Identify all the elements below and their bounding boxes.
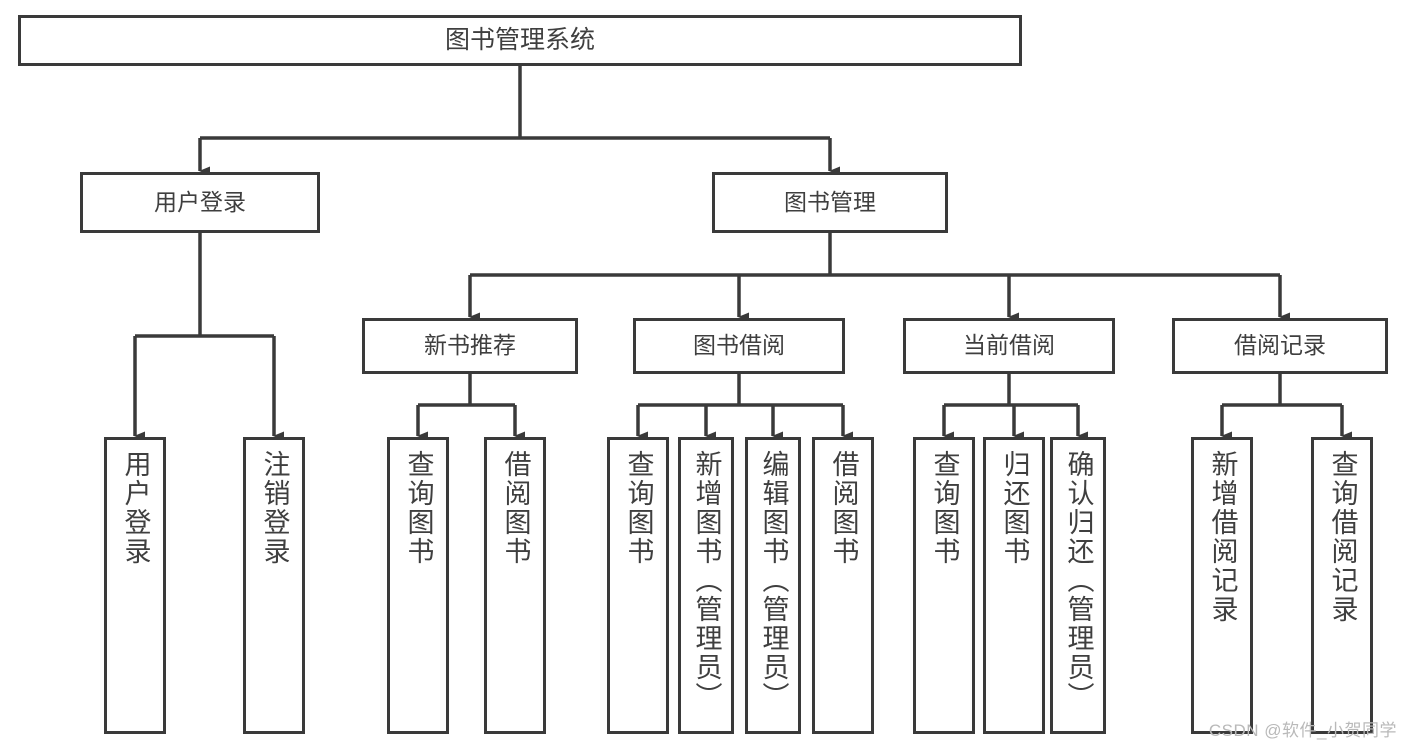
node-label: 图书借阅	[693, 332, 785, 359]
node-leaf-borrow-book-rec[interactable]: 借阅图书	[484, 437, 546, 734]
node-label: 借阅图书	[828, 450, 859, 566]
node-leaf-add-record[interactable]: 新增借阅记录	[1191, 437, 1253, 734]
node-leaf-query-record[interactable]: 查询借阅记录	[1311, 437, 1373, 734]
node-label: 查询图书	[929, 450, 960, 566]
node-label: 确认归还（管理员）	[1063, 450, 1094, 711]
node-label: 编辑图书（管理员）	[758, 450, 789, 711]
node-label: 新书推荐	[424, 332, 516, 359]
node-label: 查询借阅记录	[1327, 450, 1358, 624]
node-label: 借阅图书	[500, 450, 531, 566]
node-book-borrow[interactable]: 图书借阅	[633, 318, 845, 374]
node-leaf-borrow-book[interactable]: 借阅图书	[812, 437, 874, 734]
node-book-manage[interactable]: 图书管理	[712, 172, 948, 233]
node-borrow-record[interactable]: 借阅记录	[1172, 318, 1388, 374]
node-label: 用户登录	[154, 188, 246, 215]
node-leaf-query-book-borrow[interactable]: 查询图书	[607, 437, 669, 734]
node-label: 查询图书	[623, 450, 654, 566]
node-label: 查询图书	[403, 450, 434, 566]
node-label: 新增图书（管理员）	[691, 450, 722, 711]
node-leaf-add-book[interactable]: 新增图书（管理员）	[678, 437, 734, 734]
node-leaf-edit-book[interactable]: 编辑图书（管理员）	[745, 437, 801, 734]
node-leaf-confirm-return[interactable]: 确认归还（管理员）	[1050, 437, 1106, 734]
node-label: 归还图书	[999, 450, 1030, 566]
node-new-book-rec[interactable]: 新书推荐	[362, 318, 578, 374]
node-label: 用户登录	[120, 450, 151, 566]
node-label: 当前借阅	[963, 332, 1055, 359]
node-label: 注销登录	[259, 450, 290, 566]
node-leaf-query-book-rec[interactable]: 查询图书	[387, 437, 449, 734]
node-label: 借阅记录	[1234, 332, 1326, 359]
node-user-login[interactable]: 用户登录	[80, 172, 320, 233]
node-current-borrow[interactable]: 当前借阅	[903, 318, 1115, 374]
node-leaf-user-login[interactable]: 用户登录	[104, 437, 166, 734]
node-label: 图书管理	[784, 188, 876, 215]
node-label: 图书管理系统	[444, 25, 595, 54]
node-leaf-user-logout[interactable]: 注销登录	[243, 437, 305, 734]
csdn-watermark: CSDN @软件_小贺同学	[1208, 721, 1397, 740]
node-root[interactable]: 图书管理系统	[18, 15, 1022, 66]
node-leaf-return-book[interactable]: 归还图书	[983, 437, 1045, 734]
node-label: 新增借阅记录	[1207, 450, 1238, 624]
node-leaf-query-book-current[interactable]: 查询图书	[913, 437, 975, 734]
